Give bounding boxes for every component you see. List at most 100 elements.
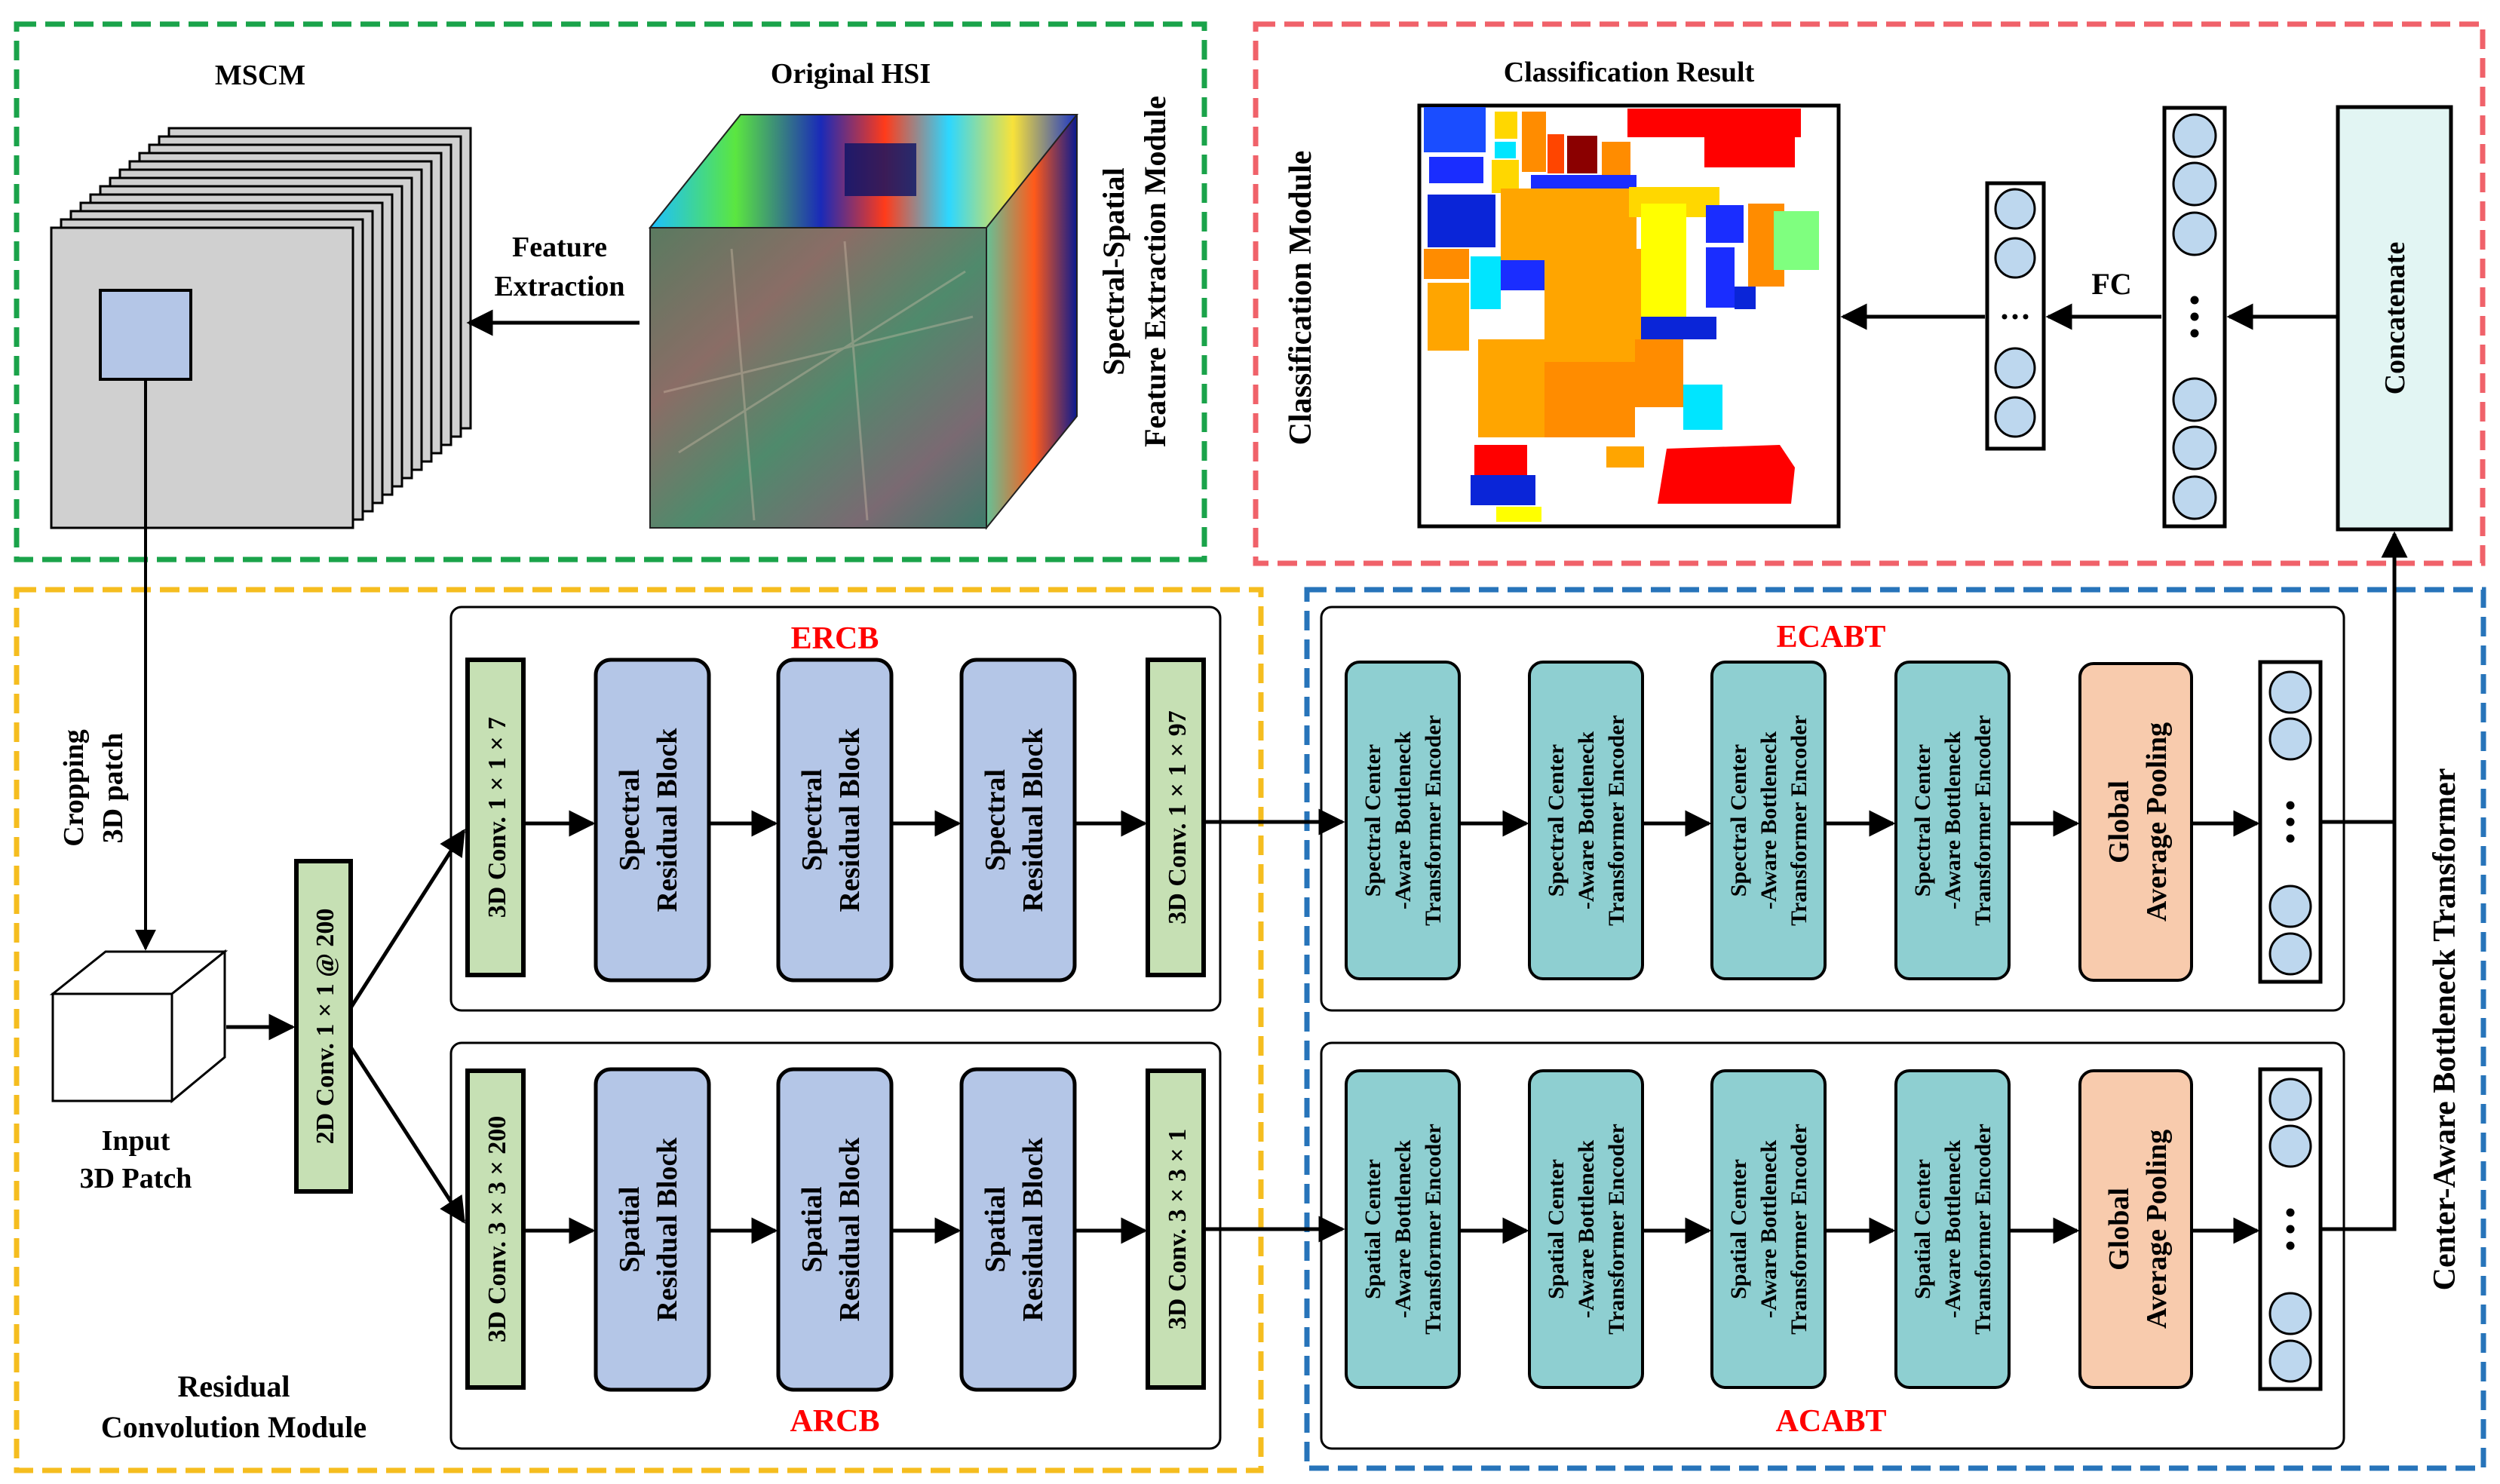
ellipsis-dot [2286, 801, 2295, 810]
neuron-node [2268, 885, 2312, 928]
ercb-conv-in [465, 658, 526, 977]
neuron-node [2268, 717, 2312, 761]
acabt-container [1320, 1041, 2345, 1450]
neuron-node [1994, 347, 2036, 389]
ercb-title: ERCB [791, 621, 879, 656]
concatenate-label: Concatenate [2379, 242, 2411, 395]
acabt-encoder-label-2: -Aware Bottleneck [1756, 1140, 1781, 1319]
ercb-residual-label-2: Residual Block [834, 728, 866, 912]
neuron-node [2172, 211, 2217, 256]
spectral-spatial-label: Spectral-Spatial [1097, 167, 1130, 376]
ecabt-encoder-label-3: Transformer Encoder [1787, 715, 1811, 926]
ecabt-encoder-label-2: -Aware Bottleneck [1940, 731, 1965, 910]
acabt-transformer-encoder [1345, 1069, 1461, 1389]
classification-result-label: Classification Result [1504, 57, 1755, 88]
ercb-conv-out [1146, 658, 1206, 977]
conv2d-label: 2D Conv. 1 × 1 @ 200 [311, 909, 339, 1145]
acabt-global-avg-pool [2078, 1069, 2193, 1389]
neuron-node [2172, 113, 2217, 158]
ercb-residual-label-1: Spectral [796, 769, 828, 871]
arcb-residual-label-2: Residual Block [1017, 1137, 1049, 1322]
cropping-label-2: 3D patch [97, 733, 129, 844]
ecabt-encoder-label-1: Spectral Center [1360, 744, 1385, 897]
arcb-container [449, 1041, 1222, 1450]
ecabt-encoder-label-2: -Aware Bottleneck [1391, 731, 1416, 910]
ercb-conv-out-label: 3D Conv. 1 × 1 × 97 [1164, 710, 1192, 924]
acabt-gap-label-1: Global [2103, 1188, 2135, 1271]
ellipsis-dot [2286, 1241, 2295, 1250]
arcb-residual-block [594, 1067, 711, 1392]
arcb-residual-label-1: Spatial [796, 1186, 828, 1272]
neuron-node [1994, 237, 2036, 279]
neuron-node [2172, 475, 2217, 520]
ecabt-output-vector [2258, 660, 2323, 984]
neuron-node [1994, 188, 2036, 230]
acabt-output-vector [2258, 1067, 2323, 1391]
ecabt-transformer-encoder [1710, 661, 1827, 980]
ellipsis-dot [2286, 1225, 2295, 1234]
arcb-conv-out-label: 3D Conv. 3 × 3 × 1 [1164, 1129, 1192, 1329]
ecabt-transformer-encoder [1528, 661, 1644, 980]
ercb-residual-block [959, 658, 1077, 983]
conv2d-block [294, 859, 353, 1194]
ercb-residual-label-2: Residual Block [1017, 728, 1049, 912]
ecabt-transformer-encoder [1894, 661, 2011, 980]
neuron-node [1994, 396, 2036, 438]
neuron-node [2172, 377, 2217, 422]
ecabt-encoder-label-3: Transformer Encoder [1971, 715, 1995, 926]
ercb-residual-label-1: Spectral [614, 769, 646, 871]
ecabt-encoder-label-1: Spectral Center [1910, 744, 1935, 897]
classification-module-label: Classification Module [1284, 151, 1318, 446]
hsi-cube [648, 114, 1079, 530]
fc-layer-small [1985, 181, 2046, 451]
feature-extraction-label-1: Feature [512, 231, 607, 263]
input-3d-patch-cube [49, 949, 229, 1104]
neuron-node [2268, 1078, 2312, 1121]
input-patch-label-1: Input [102, 1125, 170, 1157]
ellipsis-dot [2023, 314, 2029, 320]
neuron-node [2172, 425, 2217, 471]
ercb-residual-label-1: Spectral [980, 769, 1011, 871]
ecabt-title: ECABT [1777, 620, 1886, 655]
feature-extraction-label-2: Extraction [494, 271, 624, 302]
neuron-node [2172, 161, 2217, 207]
ecabt-encoder-label-1: Spectral Center [1544, 744, 1569, 897]
neuron-node [2268, 1124, 2312, 1168]
arrow-2dconv-to-arcb [349, 1047, 466, 1224]
classification-map [1417, 103, 1841, 529]
ellipsis-dot [2190, 312, 2199, 321]
arcb-title: ARCB [790, 1404, 879, 1439]
ecabt-transformer-encoder [1345, 661, 1461, 980]
input-patch-label-2: 3D Patch [80, 1163, 192, 1194]
arcb-residual-block [959, 1067, 1077, 1392]
acabt-transformer-encoder [1710, 1069, 1827, 1389]
cabt-module-label: Center-Aware Bottleneck Transformer [2428, 768, 2462, 1291]
arcb-residual-block [776, 1067, 894, 1392]
feature-extraction-module-label: Feature Extraction Module [1138, 96, 1172, 447]
acabt-gap-label-2: Average Pooling [2141, 1130, 2173, 1329]
fc-layer-large [2162, 106, 2227, 529]
acabt-encoder-label-1: Spatial Center [1544, 1159, 1569, 1299]
mscm-label: MSCM [215, 60, 305, 91]
ercb-residual-block [776, 658, 894, 983]
arcb-residual-label-2: Residual Block [834, 1137, 866, 1322]
mscm-patch [99, 289, 192, 381]
residual-module-label-1: Residual [178, 1369, 290, 1403]
classification-module-frame [1253, 21, 2486, 566]
ellipsis-dot [2012, 314, 2018, 320]
ecabt-gap-label-1: Global [2103, 780, 2135, 863]
ecabt-gap-label-2: Average Pooling [2141, 722, 2173, 921]
ellipsis-dot [2190, 329, 2199, 338]
acabt-encoder-label-1: Spatial Center [1910, 1159, 1935, 1299]
ecabt-encoder-label-2: -Aware Bottleneck [1756, 731, 1781, 910]
ellipsis-dot [2286, 817, 2295, 826]
ellipsis-dot [2286, 1208, 2295, 1217]
acabt-encoder-label-2: -Aware Bottleneck [1391, 1140, 1416, 1319]
neuron-node [2268, 932, 2312, 976]
arrow-to-concatenate [2321, 820, 2397, 1231]
ellipsis-dot [2002, 314, 2008, 320]
acabt-encoder-label-1: Spatial Center [1726, 1159, 1751, 1299]
ecabt-encoder-label-3: Transformer Encoder [1604, 715, 1629, 926]
neuron-node [2268, 1339, 2312, 1383]
arcb-conv-in-label: 3D Conv. 3 × 3 × 200 [483, 1116, 511, 1342]
